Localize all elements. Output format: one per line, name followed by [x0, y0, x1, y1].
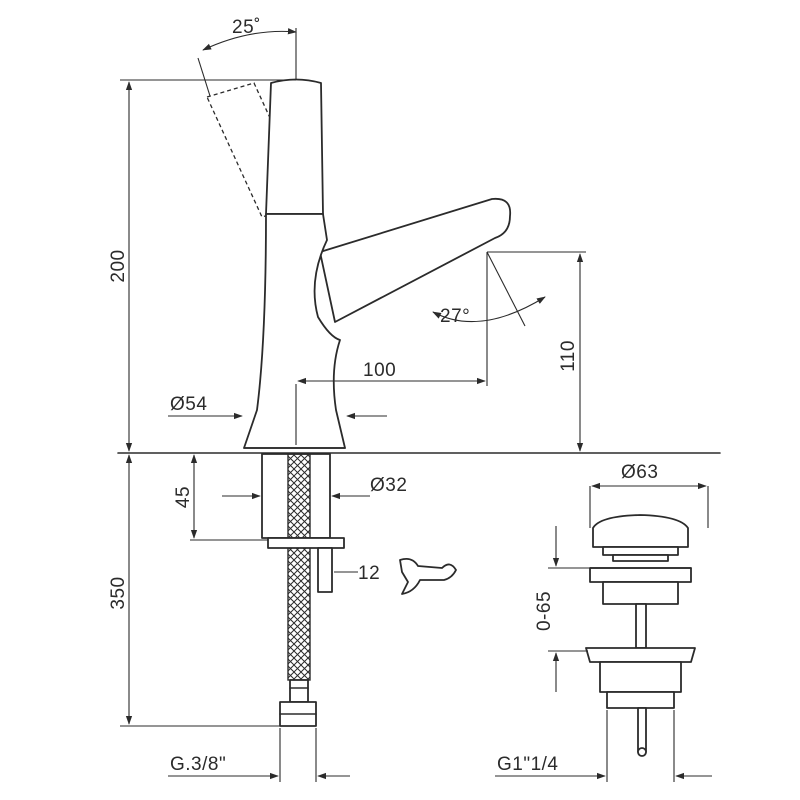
dim-drain-range: 0-65 [534, 526, 590, 692]
drain-rod [637, 707, 647, 753]
dim-height-200: 200 [108, 79, 296, 452]
dim-reach-100: 100 [295, 360, 486, 445]
faucet-body [206, 78, 512, 449]
wrench-icon [399, 557, 457, 595]
spout-lever [319, 197, 512, 323]
dim-spout: 110 27° [432, 251, 586, 452]
diameter-base-label: Ø54 [170, 394, 207, 415]
drain-lower-body [599, 661, 682, 693]
dim-hose-350: 350 [108, 454, 282, 727]
spout-angle-label: 27° [440, 306, 470, 327]
handle-cap [265, 78, 324, 215]
handle-rotated-outline [206, 82, 310, 218]
height-total-label: 200 [108, 249, 129, 282]
dim-drain-63: Ø63 [589, 462, 709, 528]
angle-top-label: 25˚ [232, 17, 261, 38]
drain-spindle [635, 603, 647, 649]
braided-hose [287, 453, 311, 681]
dim-drain-thread: G1"1/4 [495, 710, 712, 782]
dim-angle-25: 25˚ [197, 17, 297, 97]
spout-height-label: 110 [558, 340, 579, 372]
drain-diameter-label: Ø63 [621, 462, 658, 483]
drain-cap [592, 514, 689, 548]
fixing-nut [317, 547, 333, 593]
drain-assembly [585, 514, 696, 757]
drain-body-upper [602, 581, 679, 605]
reach-label: 100 [363, 360, 396, 381]
dim-diameter-32: Ø32 [222, 475, 407, 500]
depth-label: 45 [173, 486, 194, 508]
diameter-shank-label: Ø32 [370, 475, 407, 496]
drain-cap-skirt [602, 546, 679, 556]
fixing-washer [267, 537, 345, 549]
wrench-size-label: 12 [358, 563, 380, 584]
shank-assembly [261, 453, 345, 727]
faucet-main-body [243, 213, 346, 449]
drain-flange [589, 567, 692, 583]
drain-seal [612, 554, 669, 562]
hose-ferrule [289, 679, 309, 703]
dim-diameter-54: Ø54 [168, 394, 387, 420]
drain-thread-label: G1"1/4 [497, 754, 559, 775]
dim-wrench-12: 12 [334, 557, 457, 595]
drain-lower-flange [585, 647, 696, 663]
drain-range-label: 0-65 [534, 591, 555, 631]
dim-hose-thread: G.3/8" [168, 728, 350, 782]
drain-tailpiece [606, 691, 675, 709]
hose-length-label: 350 [108, 576, 129, 609]
dim-depth-45: 45 [173, 454, 268, 541]
hose-thread-label: G.3/8" [170, 754, 226, 775]
